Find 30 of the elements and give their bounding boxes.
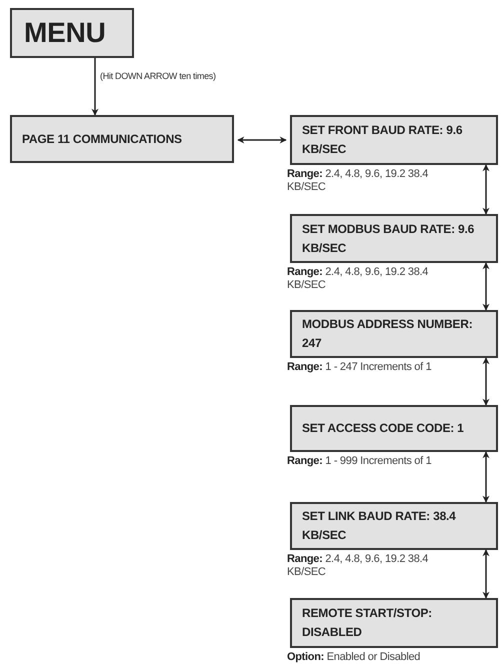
menu-box	[10, 115, 234, 163]
edge-label: (Hit DOWN ARROW ten times)	[100, 70, 216, 80]
range-note: Range: 2.4, 4.8, 9.6, 19.2 38.4 KB/SEC	[287, 168, 430, 194]
box-text: MODBUS ADDRESS NUMBER: 247	[302, 316, 474, 352]
box-text: MENU	[24, 19, 106, 47]
range-note: Range: 2.4, 4.8, 9.6, 19.2 38.4 KB/SEC	[287, 553, 430, 578]
range-note: Range: 1 - 999 Increments of 1	[287, 455, 432, 468]
arrow	[482, 549, 490, 599]
menu-box	[290, 214, 498, 263]
arrow	[482, 357, 490, 406]
menu-box	[290, 405, 498, 452]
arrow	[482, 262, 490, 311]
range-note: Range: 2.4, 4.8, 9.6, 19.2 38.4 KB/SEC	[287, 266, 430, 292]
box-text: SET ACCESS CODE CODE: 1	[302, 420, 464, 438]
menu-box	[290, 115, 498, 165]
menu-box	[10, 8, 134, 58]
range-note: Option: Enabled or Disabled	[287, 651, 422, 664]
box-text: PAGE 11 COMMUNICATIONS	[22, 130, 182, 148]
box-text: SET MODBUS BAUD RATE: 9.6 KB/SEC	[302, 220, 476, 256]
menu-box	[290, 310, 498, 358]
arrow	[92, 58, 98, 116]
menu-box	[290, 502, 498, 550]
box-text: SET FRONT BAUD RATE: 9.6 KB/SEC	[302, 122, 464, 158]
menu-box	[290, 598, 498, 648]
box-text: SET LINK BAUD RATE: 38.4 KB/SEC	[302, 508, 457, 544]
arrow	[482, 451, 490, 503]
arrow	[237, 136, 287, 144]
box-text: REMOTE START/STOP: DISABLED	[302, 605, 433, 641]
arrow	[482, 164, 490, 215]
range-note: Range: 1 - 247 Increments of 1	[287, 361, 432, 374]
